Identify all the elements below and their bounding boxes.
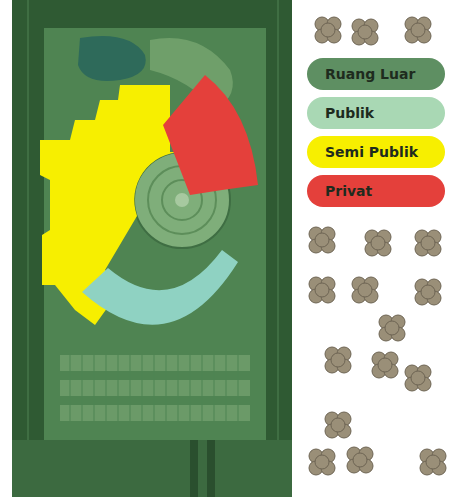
legend-swatch: Semi Publik: [307, 136, 445, 168]
road-stub: [190, 440, 198, 497]
tree-lobe: [315, 233, 329, 247]
road-line: [27, 0, 29, 440]
road-bottom: [12, 440, 292, 497]
tree-lobe: [385, 321, 399, 335]
tree-lobe: [411, 23, 425, 37]
pond: [78, 36, 146, 81]
tree-lobe: [358, 25, 372, 39]
public-zone: [82, 250, 238, 325]
parking-lines: [70, 355, 238, 421]
legend-swatch: Privat: [307, 175, 445, 207]
tree-lobe: [315, 455, 329, 469]
road-line: [277, 0, 279, 440]
tree-lobe: [358, 283, 372, 297]
legend-text: Publik: [325, 105, 374, 121]
legend-swatch: Publik: [307, 97, 445, 129]
tree-lobe: [426, 455, 440, 469]
tree-lobe: [378, 358, 392, 372]
private-zone: [163, 75, 258, 195]
tree-lobe: [371, 236, 385, 250]
tree-lobe: [331, 353, 345, 367]
tree-lobe: [411, 371, 425, 385]
tree-lobe: [321, 23, 335, 37]
tree-lobe: [353, 453, 367, 467]
road-area: [12, 0, 292, 497]
plaza-center: [175, 193, 189, 207]
parking: [60, 355, 250, 421]
tree-lobe: [331, 418, 345, 432]
road-stub: [207, 440, 215, 497]
legend-text: Privat: [325, 183, 372, 199]
tree-lobe: [315, 283, 329, 297]
legend-text: Ruang Luar: [325, 66, 415, 82]
legend-swatch: Ruang Luar: [307, 58, 445, 90]
tree-lobe: [421, 285, 435, 299]
legend-text: Semi Publik: [325, 144, 418, 160]
tree-lobe: [421, 236, 435, 250]
